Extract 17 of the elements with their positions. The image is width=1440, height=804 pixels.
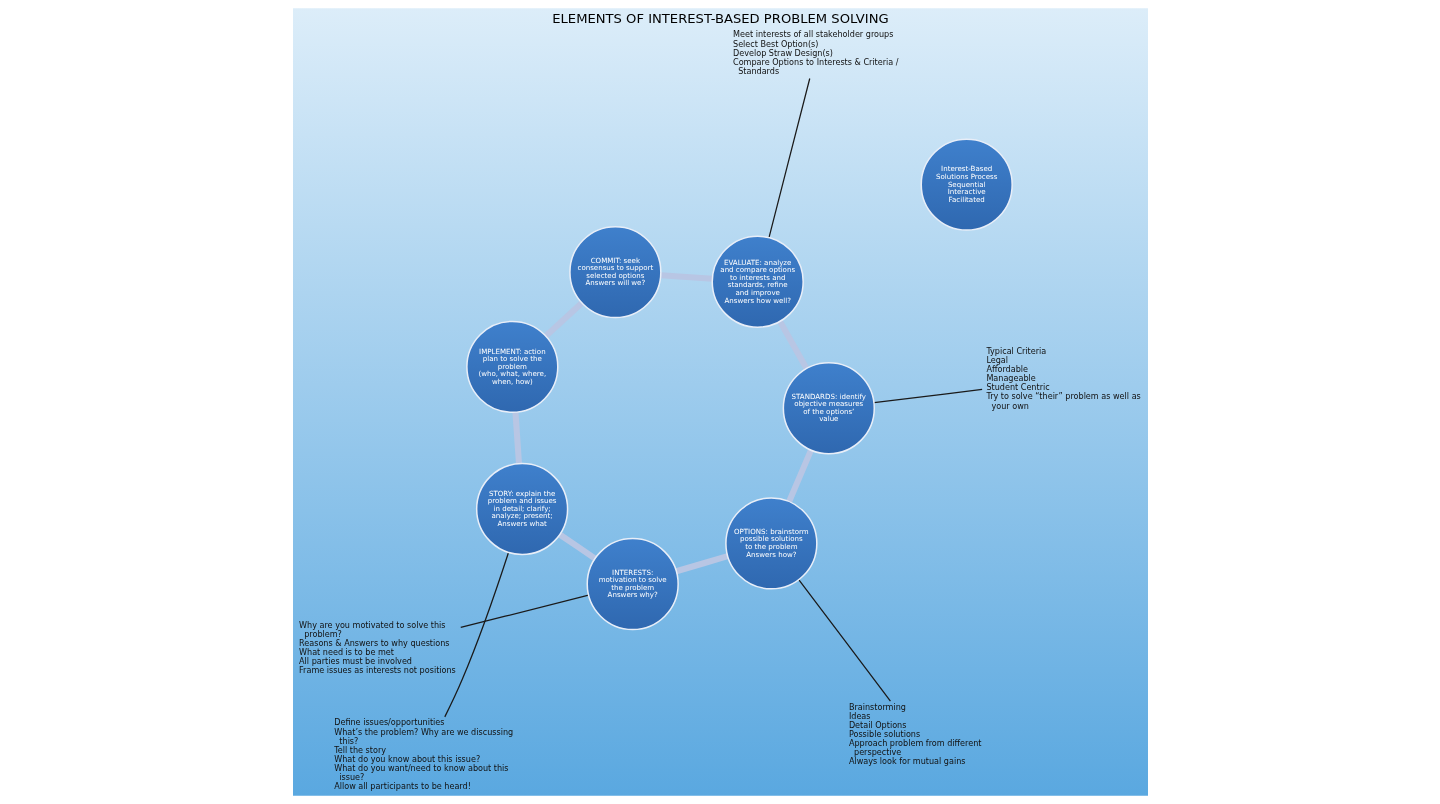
connector [776,319,809,370]
node-text: Meet interests of all stakeholder groups Select Best Option(s) Develop Straw Design(s) Compare Options to Interests & Criteria / Standards [732,29,899,76]
connector [443,551,509,718]
node-text: Why are you motivated to solve this problem? Reasons & Answers to why questions What need is to be met All parties must be involved Frame issues as interests not positions [298,619,456,676]
connector [511,412,522,464]
connector [785,448,814,503]
connector [797,579,891,702]
connector [459,594,589,629]
connector [675,553,728,575]
connector [767,77,810,239]
node-text: Define issues/opportunities What’s the problem? Why are we discussing this? Tell the story What do you know about this issue? What do you want/need to know about this issue? Allow all participants to be heard! [333,717,513,792]
connector [557,532,597,561]
node-text: Typical Criteria Legal Affordable Manageable Student Centric Try to solve “their” problem as well as your own [985,346,1141,411]
connector [660,272,712,282]
connector [543,300,584,339]
diagram-title: ELEMENTS OF INTEREST-BASED PROBLEM SOLVING [551,10,889,26]
node-text: Brainstorming Ideas Detail Options Possible solutions Approach problem from different perspective Always look for mutual gains [848,701,982,767]
